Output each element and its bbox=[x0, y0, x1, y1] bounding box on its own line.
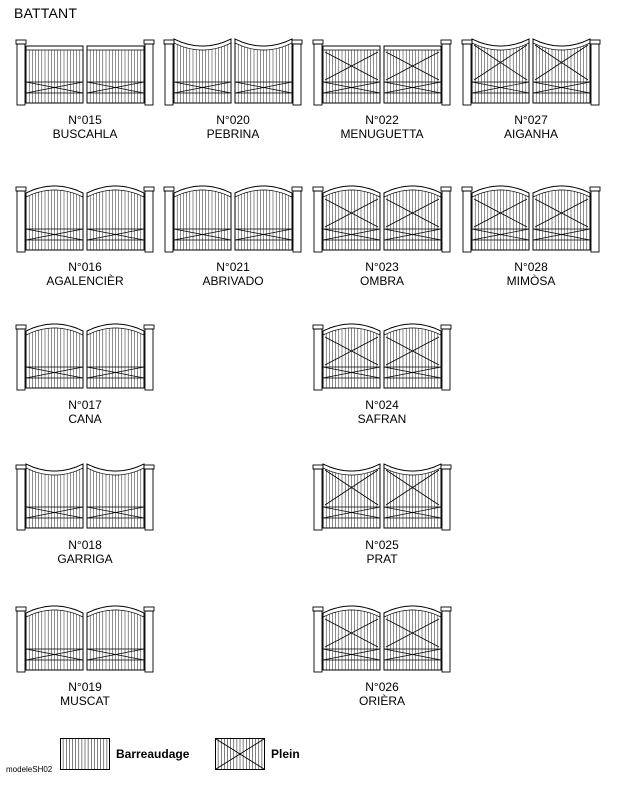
gate-number: N°023 bbox=[365, 260, 399, 274]
gate-name: MUSCAT bbox=[60, 694, 110, 708]
gate-number: N°020 bbox=[216, 113, 250, 127]
plein-swatch-icon bbox=[215, 738, 265, 770]
gate-name: MIMÒSA bbox=[506, 274, 556, 288]
gate-number: N°015 bbox=[68, 113, 102, 127]
gate-number: N°022 bbox=[365, 113, 399, 127]
gate-drawing-icon bbox=[461, 38, 601, 106]
gate-name: GARRIGA bbox=[57, 552, 113, 566]
gate-drawing-icon bbox=[312, 463, 452, 531]
gate-name: ORIÈRA bbox=[358, 694, 405, 708]
gate-name: BUSCAHLA bbox=[52, 127, 118, 141]
legend-plein-label: Plein bbox=[271, 747, 300, 761]
gate-name: PRAT bbox=[366, 552, 398, 566]
page-title: BATTANT bbox=[14, 5, 78, 21]
gate-number: N°026 bbox=[365, 680, 399, 694]
gate-drawing-icon bbox=[163, 38, 303, 106]
gate-drawing-icon bbox=[15, 185, 155, 253]
barreaudage-swatch-icon bbox=[60, 738, 110, 770]
gate-name: CANA bbox=[68, 412, 102, 426]
gate-drawing-icon bbox=[15, 39, 155, 106]
gate-name: ABRIVADO bbox=[202, 274, 264, 288]
gate-drawing-icon bbox=[312, 323, 452, 391]
gate-drawing-icon bbox=[163, 185, 303, 253]
gate-drawing-icon bbox=[461, 185, 601, 253]
gate-number: N°016 bbox=[68, 260, 102, 274]
gate-number: N°018 bbox=[68, 538, 102, 552]
legend-barreaudage-label: Barreaudage bbox=[116, 747, 190, 761]
model-reference: modeleSH02 bbox=[6, 765, 53, 774]
gate-drawing-icon bbox=[15, 463, 155, 531]
gate-name: PEBRINA bbox=[206, 127, 260, 141]
gate-number: N°021 bbox=[216, 260, 250, 274]
gate-name: AGALENCIÈR bbox=[46, 274, 124, 288]
gate-number: N°017 bbox=[68, 398, 102, 412]
gate-drawing-icon bbox=[15, 323, 155, 391]
gate-number: N°028 bbox=[514, 260, 548, 274]
gate-drawing-icon bbox=[312, 185, 452, 253]
gate-name: OMBRA bbox=[359, 274, 404, 288]
gate-number: N°027 bbox=[514, 113, 548, 127]
gate-drawing-icon bbox=[312, 39, 452, 106]
gate-number: N°025 bbox=[365, 538, 399, 552]
gate-drawing-icon bbox=[15, 605, 155, 673]
gate-name: AIGANHA bbox=[503, 127, 558, 141]
gate-number: N°019 bbox=[68, 680, 102, 694]
gate-number: N°024 bbox=[365, 398, 399, 412]
gate-drawing-icon bbox=[312, 605, 452, 673]
gate-name: MENUGUETTA bbox=[340, 127, 424, 141]
gate-name: SAFRAN bbox=[357, 412, 407, 426]
